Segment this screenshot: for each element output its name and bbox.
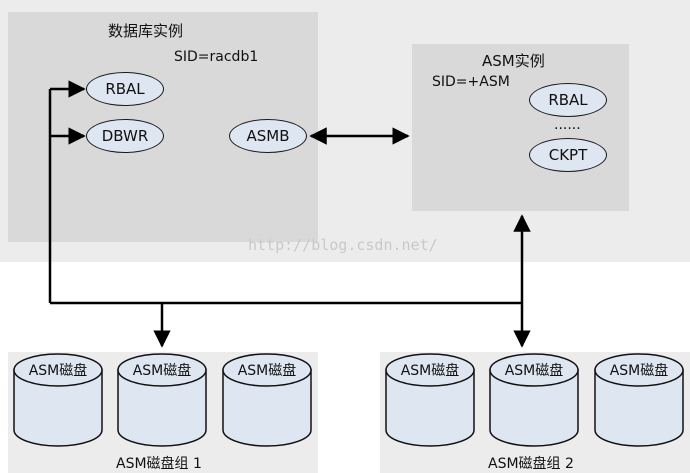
disk-group-1-label: ASM磁盘组 1 xyxy=(116,456,202,472)
asm-instance-title: ASM实例 xyxy=(482,52,545,70)
database-instance-title: 数据库实例 xyxy=(108,22,184,40)
rbal-process-db: RBAL xyxy=(86,72,164,106)
disk-cylinder: ASM磁盘 xyxy=(222,353,312,447)
asm-instance-box xyxy=(412,44,629,211)
dbwr-process: DBWR xyxy=(86,119,164,153)
disk-cylinder: ASM磁盘 xyxy=(385,353,475,447)
disk-label: ASM磁盘 xyxy=(238,362,297,379)
asm-instance-sid: SID=+ASM xyxy=(432,74,510,90)
disk-cylinder: ASM磁盘 xyxy=(489,353,579,447)
database-instance-sid: SID=racdb1 xyxy=(174,49,259,65)
disk-cylinder: ASM磁盘 xyxy=(594,353,684,447)
disk-label: ASM磁盘 xyxy=(401,362,460,379)
disk-label: ASM磁盘 xyxy=(610,362,669,379)
disk-label: ASM磁盘 xyxy=(29,362,88,379)
disk-label: ASM磁盘 xyxy=(133,362,192,379)
process-ellipsis: ...... xyxy=(554,117,581,133)
disk-group-2-label: ASM磁盘组 2 xyxy=(488,456,574,472)
disk-label: ASM磁盘 xyxy=(505,362,564,379)
watermark: http://blog.csdn.net/ xyxy=(248,236,438,254)
rbal-process-asm: RBAL xyxy=(529,83,607,117)
disk-cylinder: ASM磁盘 xyxy=(117,353,207,447)
ckpt-process: CKPT xyxy=(529,138,607,172)
asmb-process: ASMB xyxy=(229,119,307,153)
disk-cylinder: ASM磁盘 xyxy=(13,353,103,447)
